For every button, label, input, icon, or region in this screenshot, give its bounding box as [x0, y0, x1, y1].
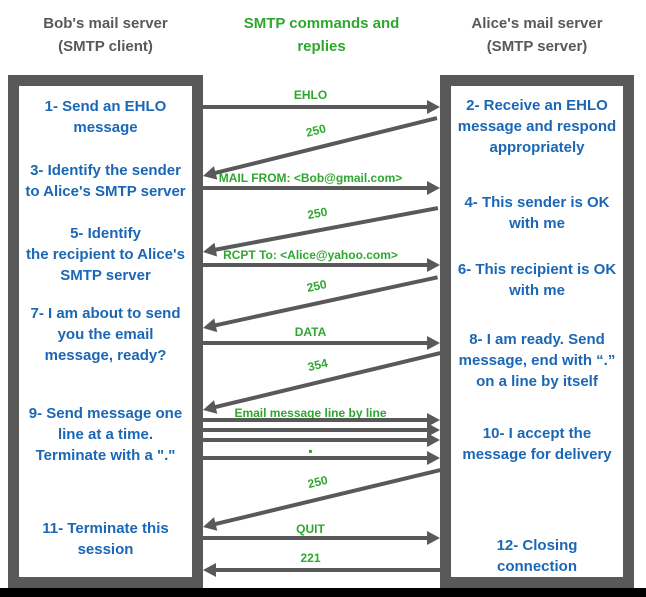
arrow-shaft — [203, 263, 429, 267]
arrow-shaft — [203, 341, 429, 345]
commands-header: SMTP commands and replies — [243, 15, 400, 55]
dot-terminator-arrow — [203, 451, 440, 465]
arrowhead-right-icon — [427, 531, 440, 545]
arrow-shaft — [203, 456, 429, 460]
quit-arrow — [203, 531, 440, 545]
client-step-9: 9- Send message one line at a time. Term… — [28, 405, 183, 464]
arrowhead-right-icon — [427, 258, 440, 272]
data-arrow — [203, 336, 440, 350]
email-line-arrow-3 — [203, 433, 440, 447]
client-step-5: 5- Identify the recipient to Alice's SMT… — [26, 225, 185, 284]
arrowhead-right-icon — [427, 451, 440, 465]
arrow-shaft — [203, 438, 429, 442]
arrowhead-right-icon — [427, 336, 440, 350]
client-step-7: 7- I am about to send you the email mess… — [30, 305, 181, 364]
rcpt-to-arrow — [203, 258, 440, 272]
arrow-shaft — [214, 568, 440, 572]
mail-from-arrow — [203, 181, 440, 195]
reply-221-arrow — [203, 563, 440, 577]
arrow-shaft — [203, 536, 429, 540]
client-header: Bob's mail server (SMTP client) — [43, 15, 168, 55]
ehlo-command-label: EHLO — [293, 88, 328, 102]
server-step-12: 12- Closing connection — [496, 537, 578, 575]
server-box: 2- Receive an EHLO message and respond a… — [440, 75, 634, 588]
server-step-8: 8- I am ready. Send message, end with “.… — [458, 331, 616, 390]
server-step-10: 10- I accept the message for delivery — [462, 425, 612, 463]
dot-terminator-icon: ▪ — [308, 444, 313, 458]
arrowhead-right-icon — [427, 433, 440, 447]
arrowhead-right-icon — [427, 100, 440, 114]
server-step-2: 2- Receive an EHLO message and respond a… — [457, 97, 617, 156]
server-step-6: 6- This recipient is OK with me — [457, 261, 617, 299]
rcpt-to-command-label: RCPT To: <Alice@yahoo.com> — [223, 248, 398, 262]
reply-221-label: 221 — [300, 551, 321, 565]
email-message-label: Email message line by line — [234, 406, 387, 420]
server-step-4: 4- This sender is OK with me — [464, 194, 610, 232]
arrowhead-left-icon — [203, 563, 216, 577]
quit-command-label: QUIT — [296, 522, 325, 536]
mail-from-command-label: MAIL FROM: <Bob@gmail.com> — [218, 171, 403, 185]
arrow-shaft — [203, 105, 429, 109]
arrow-shaft — [203, 186, 429, 190]
client-step-3: 3- Identify the sender to Alice's SMTP s… — [25, 162, 186, 200]
client-box: 1- Send an EHLO message 3- Identify the … — [8, 75, 203, 588]
arrow-shaft — [203, 418, 429, 422]
bottom-black-bar — [0, 588, 646, 597]
client-step-1: 1- Send an EHLO message — [44, 98, 167, 136]
ehlo-arrow — [203, 100, 440, 114]
client-step-11: 11- Terminate this session — [42, 520, 169, 558]
server-header: Alice's mail server (SMTP server) — [471, 15, 603, 55]
arrow-shaft — [203, 428, 429, 432]
arrowhead-right-icon — [427, 181, 440, 195]
data-command-label: DATA — [294, 325, 327, 339]
